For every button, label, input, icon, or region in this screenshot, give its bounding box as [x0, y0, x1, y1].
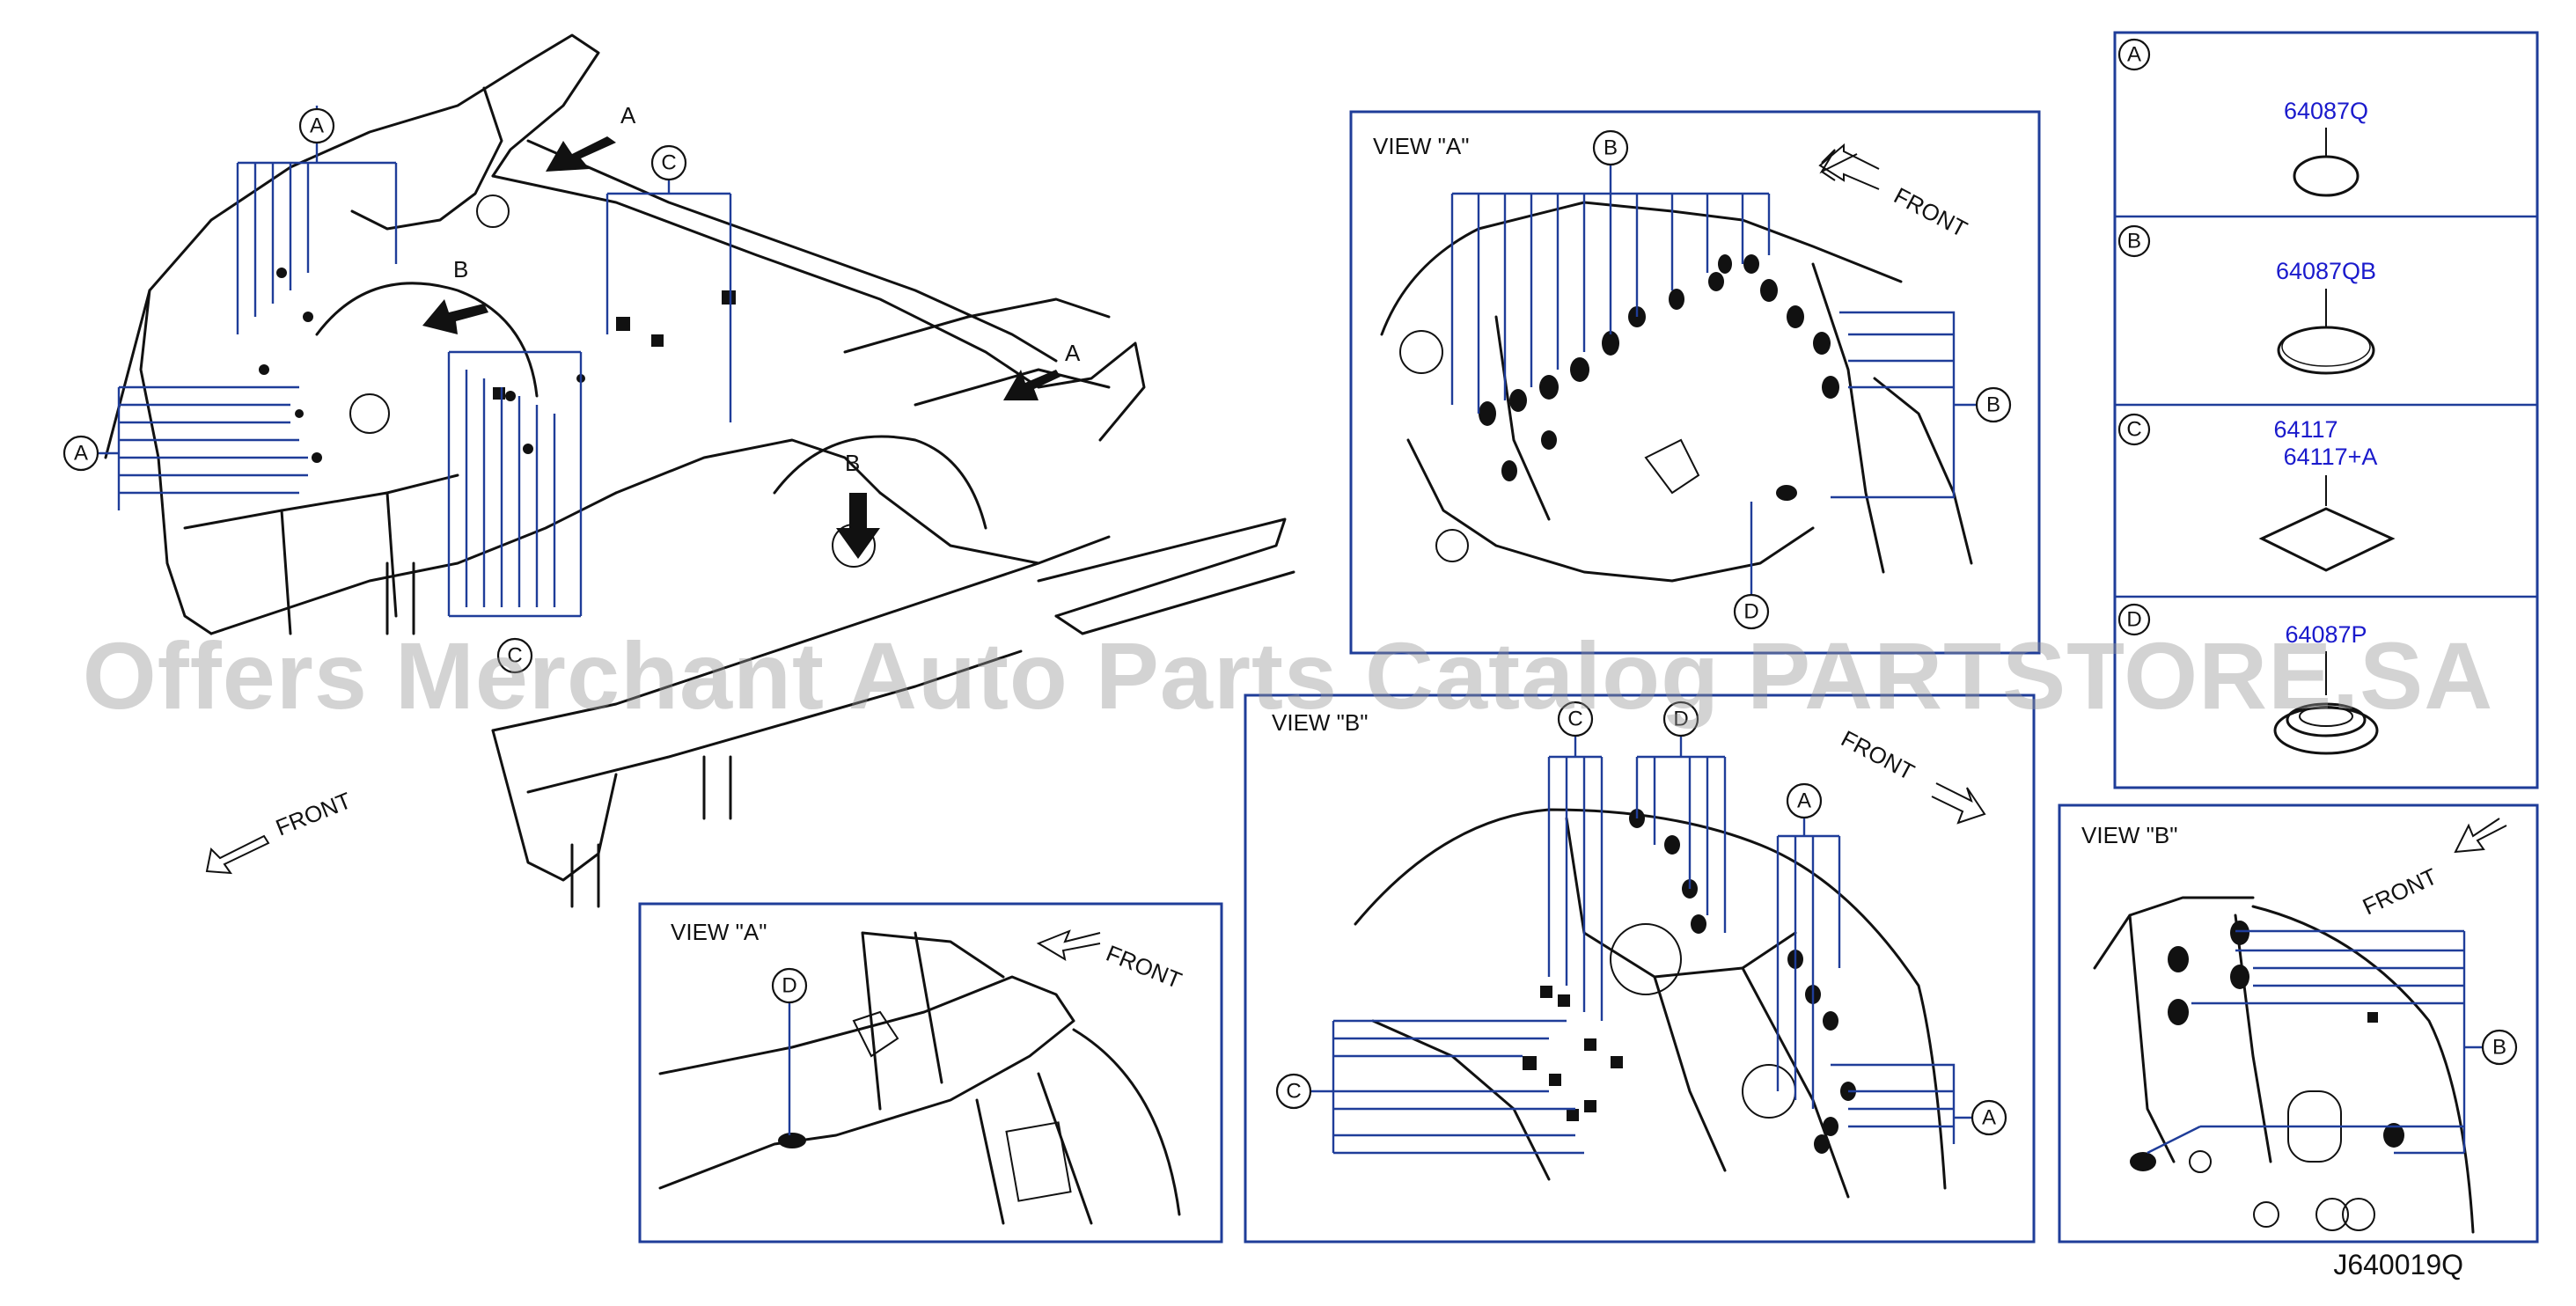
callout-a-left: A	[62, 435, 99, 472]
view-b-bottom-panel: VIEW "B" FRONT	[1244, 693, 2036, 1244]
svg-text:C: C	[1567, 708, 1582, 731]
callout-c-view-b-top: C	[1557, 701, 1594, 737]
part-number-a: 64087Q	[2284, 98, 2368, 124]
part-number-d: 64087P	[2285, 621, 2367, 648]
part-number-c-2: 64117+A	[2284, 444, 2378, 470]
callout-a-top: A	[298, 107, 335, 144]
svg-text:C: C	[1286, 1080, 1301, 1104]
view-a-top-title: VIEW "A"	[1373, 133, 1469, 159]
callout-d-view-b-top: D	[1662, 701, 1699, 737]
svg-text:D: D	[1743, 600, 1758, 624]
callout-c-top: C	[650, 144, 687, 181]
legend-row-b: B 64087QB	[2117, 224, 2376, 375]
svg-text:B: B	[2127, 230, 2141, 253]
arrow-label-a-right: A	[1065, 340, 1081, 366]
view-b-bottom-title: VIEW "B"	[1272, 709, 1368, 736]
callout-b-view-a-top: B	[1592, 129, 1629, 166]
callout-d-view-a-top: D	[1733, 593, 1770, 630]
view-b-right-title: VIEW "B"	[2081, 822, 2177, 848]
svg-text:A: A	[2127, 43, 2141, 67]
callout-c-bottom: C	[496, 637, 533, 674]
callout-a-view-b-top: A	[1786, 782, 1823, 819]
svg-text:A: A	[74, 442, 88, 466]
view-a-bottom-title: VIEW "A"	[671, 919, 767, 945]
arrow-label-b-center: B	[845, 450, 860, 476]
svg-text:C: C	[2126, 418, 2141, 442]
legend-row-c: C 64117 64117+A	[2117, 413, 2396, 572]
svg-text:D: D	[782, 974, 796, 998]
svg-text:C: C	[661, 151, 676, 175]
svg-text:A: A	[1982, 1106, 1996, 1130]
plug-a-icon	[2293, 155, 2359, 197]
svg-text:A: A	[310, 114, 324, 138]
parts-legend: A 64087Q B 64087QB C 64117 64117+A D 640…	[2113, 31, 2539, 789]
part-number-c-1: 64117	[2273, 416, 2337, 443]
front-label-main: FRONT	[272, 787, 355, 840]
callout-b-view-a-right: B	[1975, 386, 2012, 423]
svg-text:A: A	[1797, 789, 1811, 813]
svg-text:C: C	[507, 644, 522, 668]
patch-c-icon	[2258, 507, 2396, 572]
arrow-label-a-top: A	[620, 102, 636, 128]
arrow-label-b-left: B	[453, 256, 468, 282]
view-a-top-panel: VIEW "A" FRONT	[1349, 110, 2041, 655]
svg-text:B: B	[2492, 1036, 2506, 1060]
callout-a-view-b-right: A	[1971, 1099, 2007, 1136]
svg-text:B: B	[1604, 136, 1618, 160]
view-a-bottom-panel: VIEW "A" FRONT	[638, 902, 1223, 1244]
legend-row-d: D 64087P	[2117, 603, 2379, 755]
diagram-id: J640019Q	[2333, 1249, 2463, 1280]
part-number-b: 64087QB	[2276, 258, 2376, 284]
svg-text:B: B	[1986, 393, 2000, 417]
view-b-right-panel: VIEW "B" FRONT	[2058, 803, 2539, 1244]
svg-text:D: D	[2126, 608, 2141, 632]
svg-text:D: D	[1673, 708, 1688, 731]
callout-c-view-b-left: C	[1275, 1073, 1312, 1110]
legend-row-a: A 64087Q	[2117, 38, 2368, 197]
callout-b-view-b-right: B	[2481, 1029, 2518, 1066]
main-assembly-drawing: A B A B FRONT	[97, 33, 1295, 908]
callout-d-view-a-bottom: D	[771, 967, 808, 1004]
